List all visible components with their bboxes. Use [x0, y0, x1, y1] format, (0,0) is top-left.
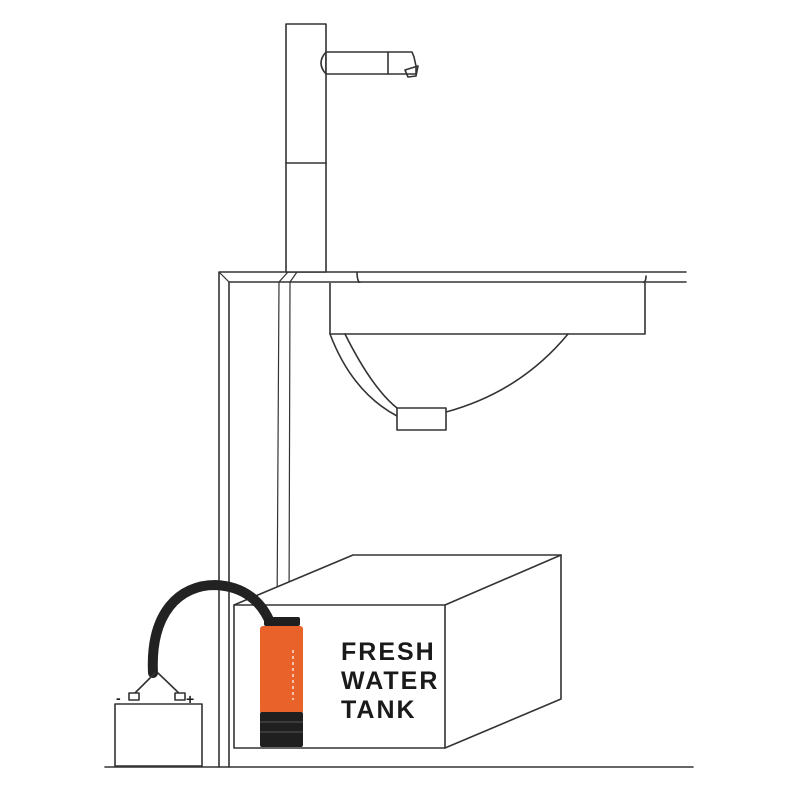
tank-label-line-2: WATER — [341, 667, 439, 695]
power-cable — [147, 579, 276, 678]
battery-positive-terminal — [174, 692, 186, 701]
battery-negative-label: - — [116, 690, 121, 706]
tank-label-line-3: TANK — [341, 696, 417, 724]
pump-body — [260, 626, 303, 714]
sink-basin — [329, 271, 647, 431]
pump-base — [260, 712, 303, 747]
battery-body — [114, 703, 203, 767]
pump-top — [264, 617, 300, 626]
battery: - + — [114, 672, 203, 767]
battery-positive-label: + — [186, 691, 194, 707]
water-hose — [276, 271, 298, 618]
counter — [218, 271, 687, 768]
tank-label-line-1: FRESH — [341, 638, 436, 666]
battery-negative-terminal — [128, 692, 140, 701]
faucet — [285, 23, 419, 273]
sink-drain — [396, 407, 447, 431]
water-pump — [260, 617, 303, 747]
fresh-water-tank: FRESH WATER TANK — [233, 554, 562, 749]
